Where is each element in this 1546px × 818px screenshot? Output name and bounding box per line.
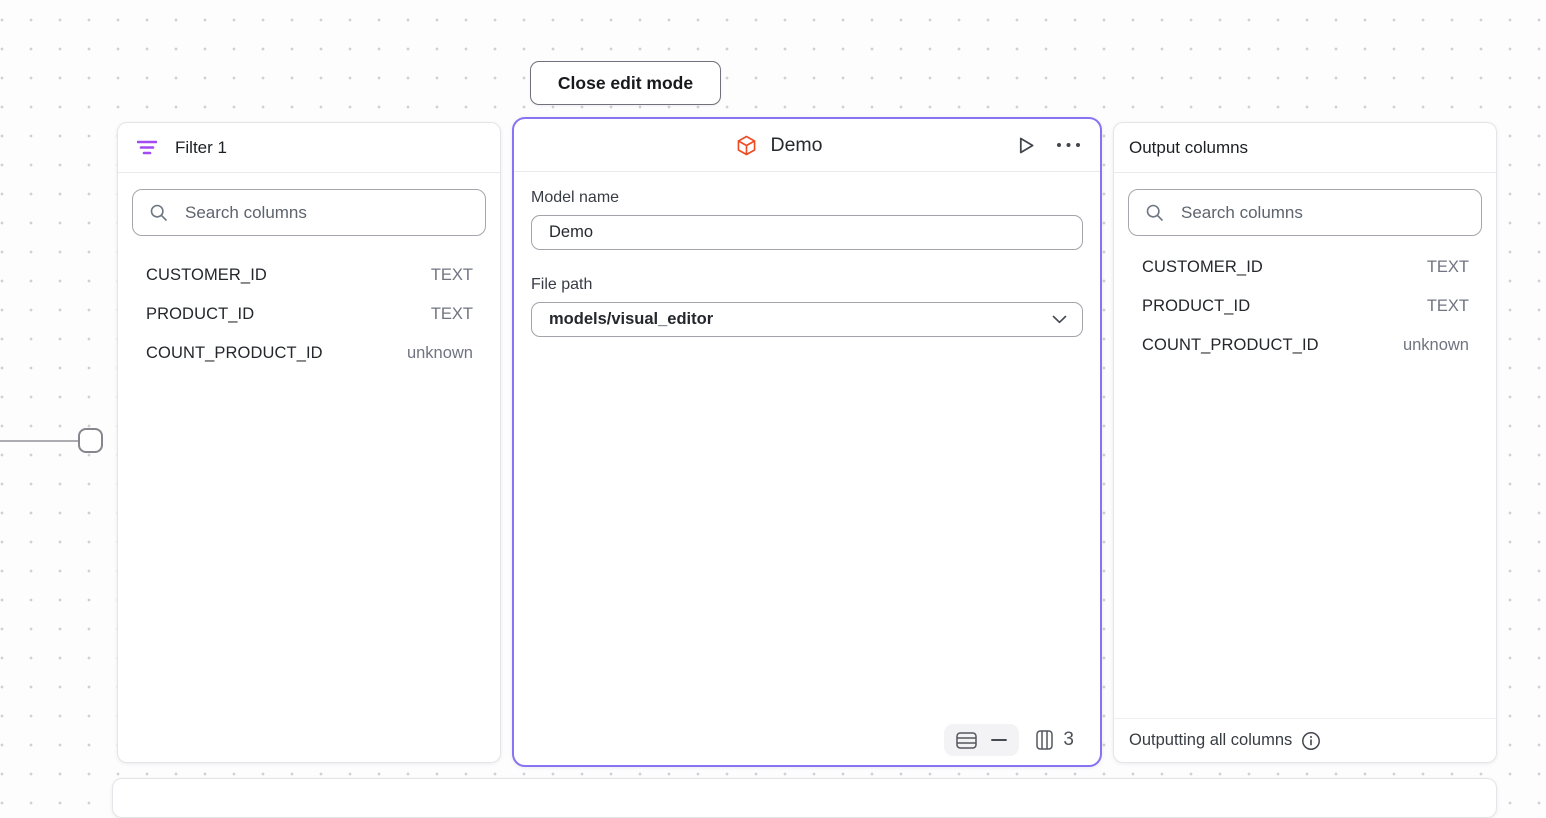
column-name: COUNT_PRODUCT_ID	[1142, 336, 1319, 354]
column-type: unknown	[1402, 336, 1469, 354]
file-path-value: models/visual_editor	[549, 310, 714, 328]
output-panel-header: Output columns	[1114, 123, 1496, 173]
model-title-group: Demo	[735, 133, 823, 157]
model-panel-title: Demo	[770, 133, 823, 156]
search-icon	[149, 203, 169, 223]
column-name: COUNT_PRODUCT_ID	[146, 344, 323, 362]
edge-line	[0, 440, 78, 442]
search-icon	[1145, 203, 1165, 223]
output-panel-title: Output columns	[1129, 137, 1249, 157]
column-name: PRODUCT_ID	[1142, 297, 1251, 315]
bottom-panel	[112, 778, 1497, 818]
output-footer-text: Outputting all columns	[1129, 731, 1293, 749]
output-columns-panel: Output columns CUSTOMER_ID TEXT PRODUCT_…	[1113, 122, 1497, 763]
model-panel-header: Demo	[514, 119, 1100, 172]
close-edit-mode-button[interactable]: Close edit mode	[530, 61, 721, 105]
column-type: TEXT	[430, 266, 473, 284]
model-panel-footer: 3	[944, 724, 1074, 756]
file-path-select[interactable]: models/visual_editor	[531, 302, 1083, 337]
filter-panel-header: Filter 1	[118, 123, 500, 173]
column-row[interactable]: CUSTOMER_ID TEXT	[1128, 248, 1482, 287]
info-icon[interactable]	[1301, 731, 1321, 751]
model-header-actions	[1014, 119, 1081, 171]
filter-panel-title: Filter 1	[175, 137, 227, 157]
column-type: TEXT	[430, 305, 473, 323]
column-row[interactable]: PRODUCT_ID TEXT	[1128, 287, 1482, 326]
model-node-panel-selected: Demo Model name File path	[512, 117, 1102, 767]
model-panel-body: Model name File path models/visual_edito…	[514, 172, 1100, 337]
filter-search-box	[132, 189, 486, 236]
output-search-input[interactable]	[1179, 201, 1465, 224]
columns-icon	[1036, 730, 1054, 750]
output-panel-footer: Outputting all columns	[1114, 718, 1496, 762]
table-rows-icon	[956, 731, 978, 749]
row-count-toggle[interactable]	[944, 724, 1020, 756]
model-name-label: Model name	[531, 189, 620, 206]
column-type: TEXT	[1426, 297, 1469, 315]
play-icon	[1019, 137, 1034, 153]
column-count-indicator[interactable]: 3	[1036, 729, 1074, 751]
node-menu-button[interactable]	[1056, 142, 1081, 148]
column-row[interactable]: COUNT_PRODUCT_ID unknown	[132, 334, 486, 373]
filter-icon	[137, 140, 157, 155]
output-column-list: CUSTOMER_ID TEXT PRODUCT_ID TEXT COUNT_P…	[1128, 248, 1482, 365]
ellipsis-icon	[1057, 143, 1080, 147]
column-type: unknown	[406, 344, 473, 362]
file-path-label: File path	[531, 276, 593, 293]
cube-icon	[735, 134, 758, 157]
column-name: PRODUCT_ID	[146, 305, 255, 323]
minus-icon	[991, 738, 1008, 742]
column-name: CUSTOMER_ID	[1142, 258, 1263, 276]
column-type: TEXT	[1426, 258, 1469, 276]
model-name-field: Model name	[531, 189, 1083, 250]
file-path-field: File path models/visual_editor	[531, 276, 1083, 337]
edge-handle[interactable]	[78, 428, 103, 453]
filter-column-list: CUSTOMER_ID TEXT PRODUCT_ID TEXT COUNT_P…	[132, 256, 486, 373]
chevron-down-icon	[1052, 315, 1067, 324]
column-row[interactable]: CUSTOMER_ID TEXT	[132, 256, 486, 295]
column-count-value: 3	[1063, 729, 1074, 750]
column-row[interactable]: COUNT_PRODUCT_ID unknown	[1128, 326, 1482, 365]
column-name: CUSTOMER_ID	[146, 266, 267, 284]
run-node-button[interactable]	[1014, 134, 1037, 157]
filter-search-input[interactable]	[183, 201, 469, 224]
filter-node-panel: Filter 1 CUSTOMER_ID TEXT PRODUCT_ID TEX…	[117, 122, 501, 763]
output-search-box	[1128, 189, 1482, 236]
column-row[interactable]: PRODUCT_ID TEXT	[132, 295, 486, 334]
model-name-input[interactable]	[531, 215, 1083, 250]
